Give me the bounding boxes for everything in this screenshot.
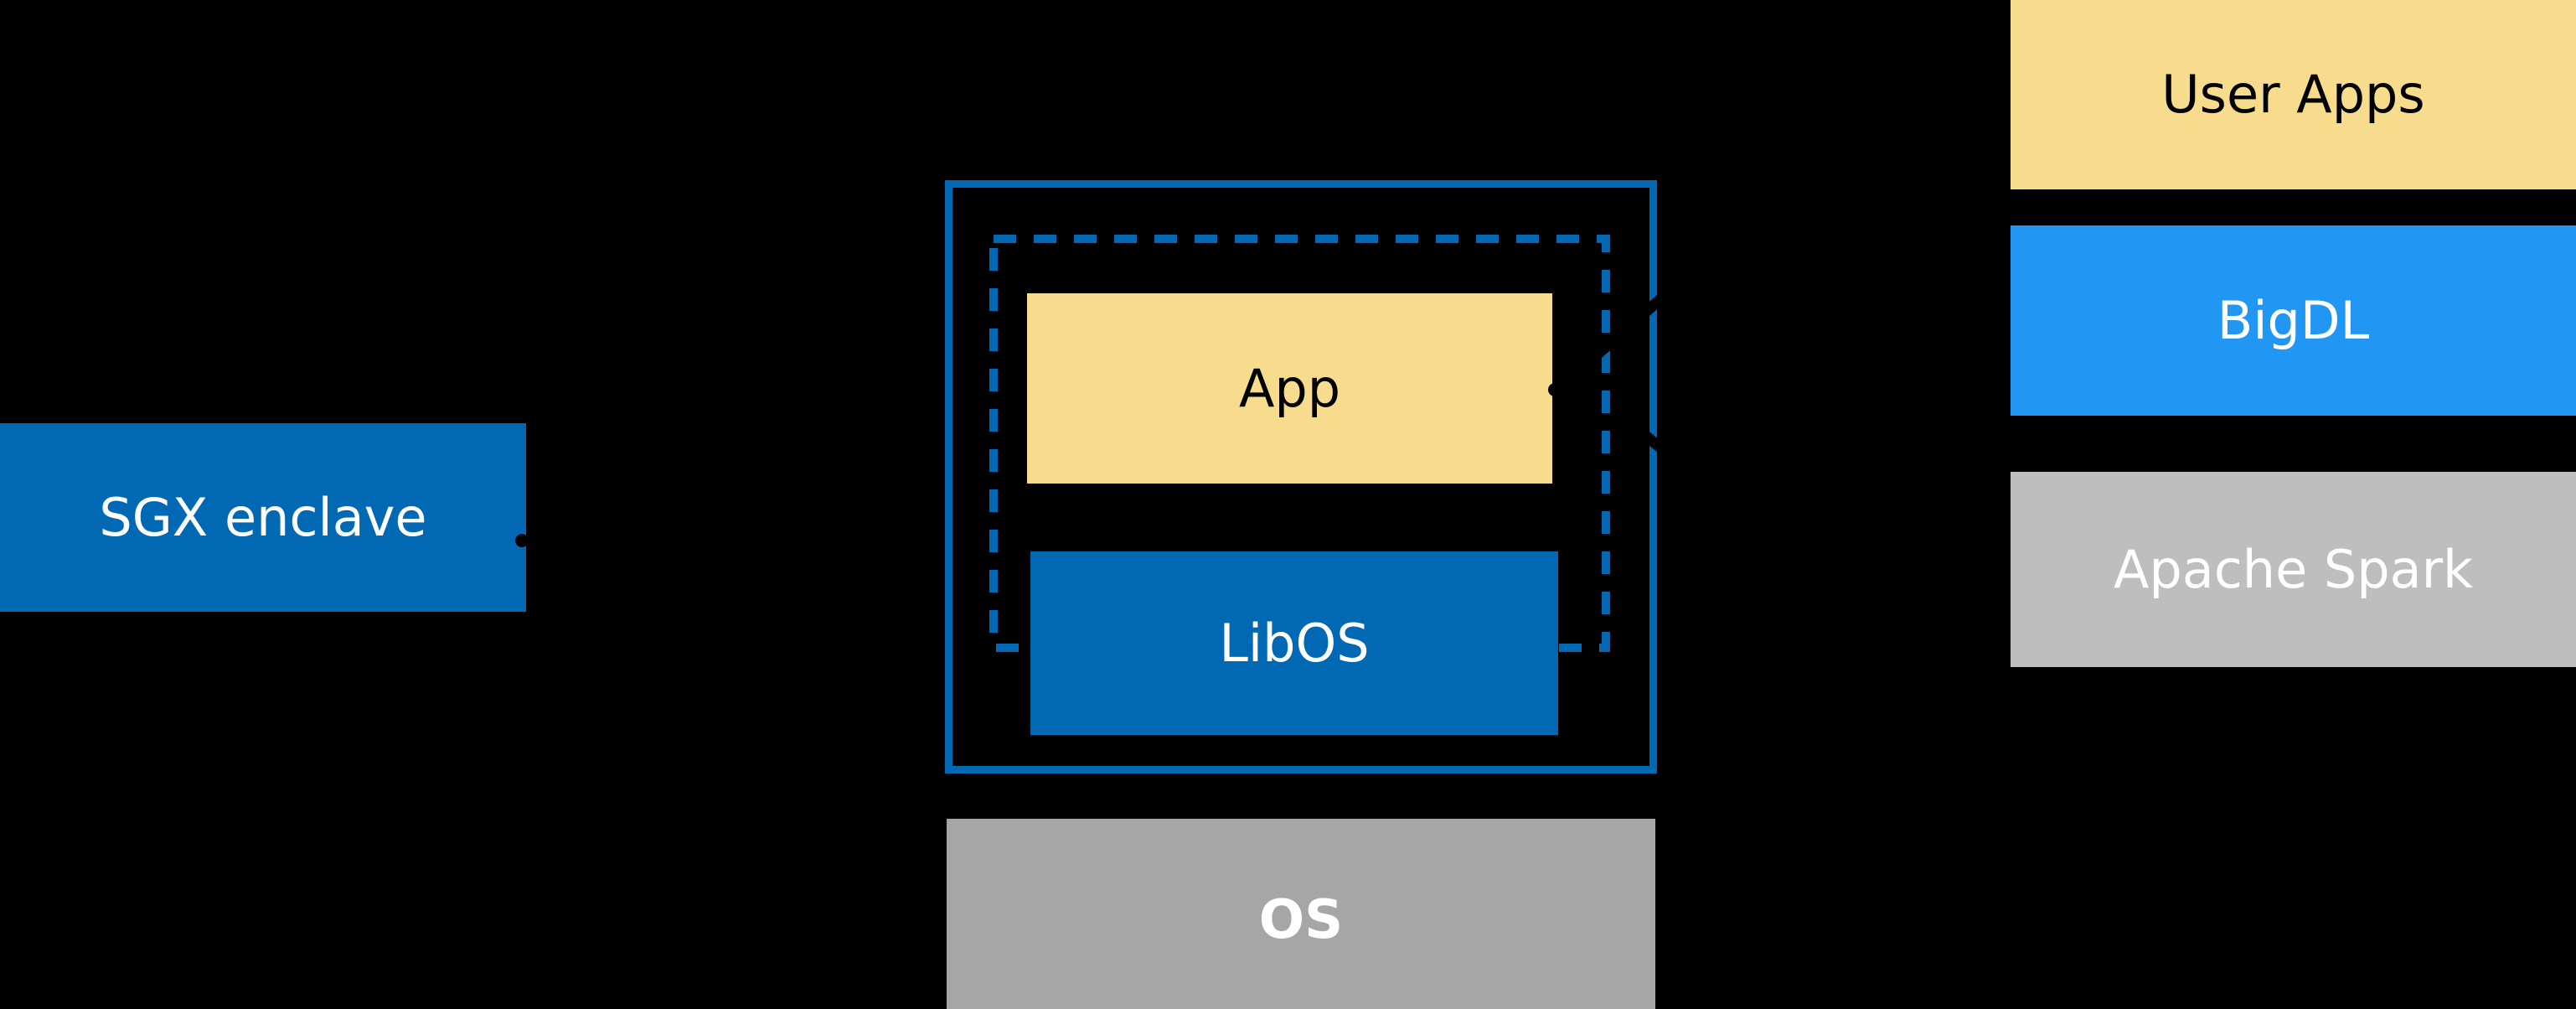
user-apps-label: User Apps xyxy=(2161,64,2425,125)
sgx-enclave-box: SGX enclave xyxy=(0,423,526,612)
sgx-enclave-label: SGX enclave xyxy=(99,486,427,548)
os-label: OS xyxy=(1258,888,1344,951)
app-box: App xyxy=(1027,293,1552,484)
libos-label: LibOS xyxy=(1219,612,1370,674)
bigdl-label: BigDL xyxy=(2217,289,2370,351)
bigdl-box: BigDL xyxy=(2011,225,2576,416)
app-label: App xyxy=(1238,357,1341,419)
os-box: OS xyxy=(947,819,1655,1009)
user-apps-box: User Apps xyxy=(2011,0,2576,189)
apache-spark-label: Apache Spark xyxy=(2113,538,2474,600)
libos-box: LibOS xyxy=(1030,551,1558,735)
apache-spark-box: Apache Spark xyxy=(2011,472,2576,667)
